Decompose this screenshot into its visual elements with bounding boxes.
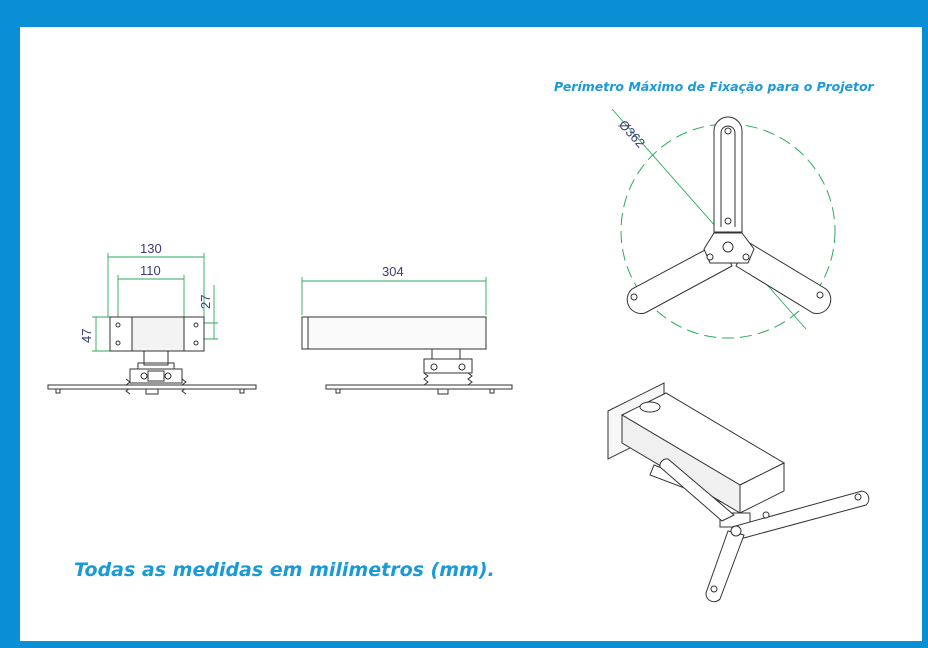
front-view — [47, 253, 257, 395]
dim-110: 110 — [140, 263, 161, 278]
dim-47: 47 — [79, 329, 94, 343]
front-view-labels: 130 110 47 27 — [79, 241, 213, 343]
dim-27: 27 — [198, 295, 213, 309]
top-view: Ø362 — [611, 108, 836, 339]
mount-perimeter-title: Perímetro Máximo de Fixação para o Proje… — [554, 79, 874, 94]
isometric-view — [607, 382, 870, 603]
units-caption: Todas as medidas em milimetros (mm). — [74, 559, 495, 581]
dim-304: 304 — [382, 264, 404, 279]
side-view — [301, 277, 513, 395]
dim-130: 130 — [140, 241, 162, 256]
drawing-panel: Perímetro Máximo de Fixação para o Proje… — [20, 27, 922, 641]
dim-diameter: Ø362 — [616, 117, 648, 151]
technical-drawing: 130 110 47 27 — [47, 108, 870, 603]
